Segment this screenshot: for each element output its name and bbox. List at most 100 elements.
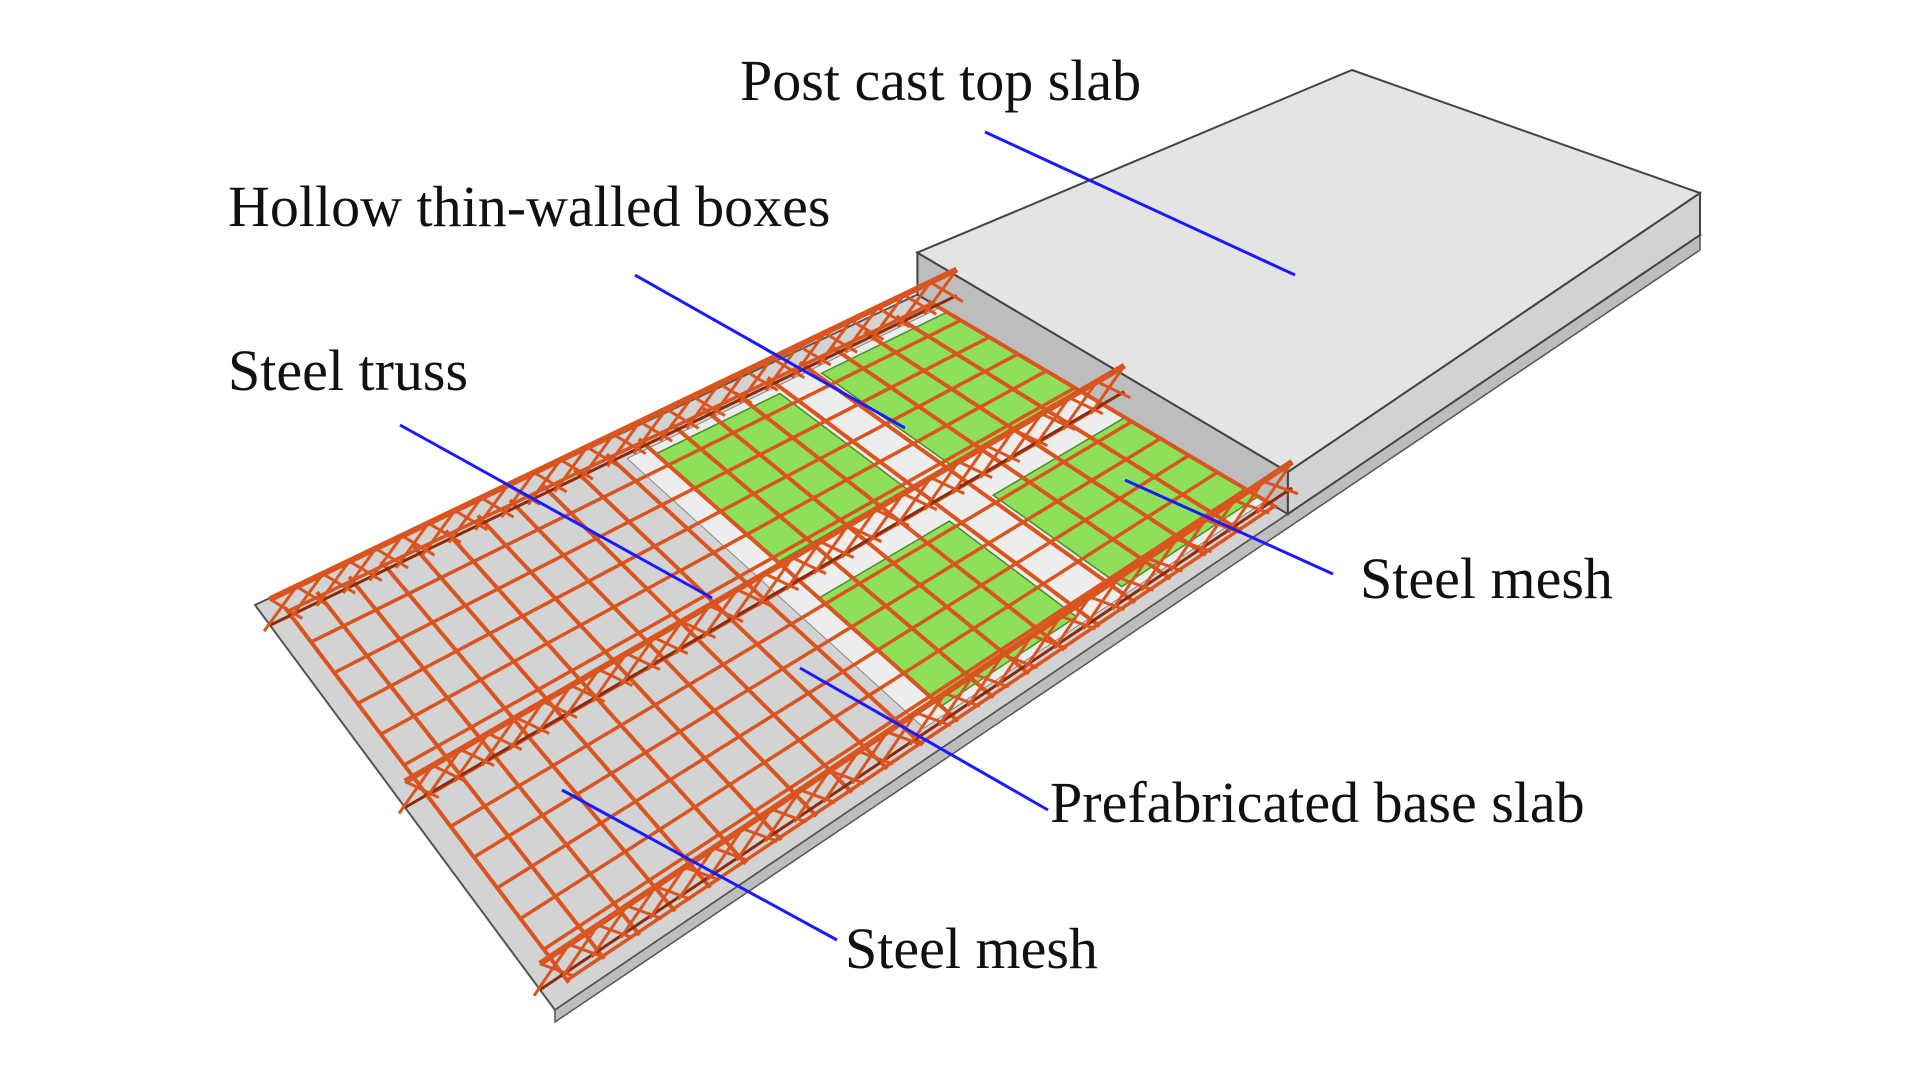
truss-web-bar bbox=[342, 547, 377, 595]
leader-post-cast-top-slab bbox=[984, 130, 1296, 277]
truss-web-bar bbox=[658, 395, 694, 442]
truss-web-bar bbox=[526, 458, 562, 506]
truss-web-bar bbox=[771, 357, 806, 379]
truss-web-bar bbox=[542, 700, 578, 719]
truss-web-bar bbox=[655, 885, 692, 901]
mesh-bar-longitudinal bbox=[380, 369, 1048, 736]
truss-web-bar bbox=[886, 730, 923, 747]
label-steel-mesh-lower: Steel mesh bbox=[845, 916, 1098, 981]
truss-bottom-chord-3 bbox=[539, 486, 1293, 991]
truss-web-bar bbox=[1053, 596, 1091, 650]
truss-web-bar bbox=[702, 588, 739, 639]
truss-web-bar bbox=[295, 585, 330, 608]
truss-web-bar bbox=[793, 769, 831, 823]
truss-web-bar bbox=[639, 420, 673, 443]
truss-web-bar bbox=[269, 597, 304, 620]
truss-web-bar bbox=[532, 943, 571, 997]
truss-web-bar bbox=[978, 428, 1015, 479]
truss-web-bar bbox=[454, 509, 489, 532]
label-steel-mesh-upper: Steel mesh bbox=[1360, 546, 1613, 611]
truss-web-bar bbox=[1096, 380, 1132, 400]
truss-web-bar bbox=[425, 748, 462, 799]
truss-web-bar bbox=[1226, 480, 1265, 534]
leader-lines bbox=[399, 130, 1334, 942]
truss-web-bar bbox=[847, 524, 883, 543]
leader-hollow-boxes bbox=[634, 273, 906, 430]
truss-web-bar bbox=[1089, 364, 1126, 415]
truss-web-bar bbox=[586, 445, 621, 468]
truss-web-bar bbox=[1140, 538, 1178, 592]
mesh-bar-longitudinal bbox=[496, 453, 1190, 890]
truss-web-bar bbox=[598, 668, 633, 687]
truss-web-bar bbox=[368, 534, 404, 582]
truss-web-bar bbox=[966, 654, 1005, 708]
truss-web-bar bbox=[874, 508, 910, 527]
truss-web-bar bbox=[995, 634, 1033, 688]
truss-web-bar bbox=[619, 885, 657, 939]
truss-web-bar bbox=[1013, 428, 1049, 448]
truss-web-bar bbox=[736, 588, 772, 607]
truss-web-bar bbox=[606, 420, 641, 468]
truss-web-bar bbox=[822, 750, 860, 804]
truss-web-bar bbox=[1031, 634, 1068, 650]
truss-web-bar bbox=[626, 904, 663, 920]
truss-web-bar bbox=[591, 652, 628, 703]
truss-web-bar bbox=[681, 620, 717, 639]
truss-web-bar bbox=[791, 556, 827, 575]
truss-web-bar bbox=[515, 716, 550, 735]
truss-web-bar bbox=[738, 357, 774, 404]
mesh-bar-longitudinal bbox=[519, 470, 1219, 921]
truss-web-bar bbox=[625, 652, 661, 671]
truss-web-bar bbox=[930, 476, 966, 496]
truss-web-bar bbox=[665, 407, 700, 430]
truss-web-bar bbox=[677, 847, 715, 901]
truss-web-bar bbox=[539, 962, 576, 978]
truss-web-bar bbox=[944, 692, 981, 708]
steel-truss bbox=[262, 266, 1299, 997]
truss-web-bar bbox=[1082, 576, 1120, 630]
truss-web-bar bbox=[404, 780, 440, 799]
truss-web-bar bbox=[1040, 412, 1076, 432]
truss-web-bar bbox=[1146, 556, 1183, 573]
mesh-bar-longitudinal bbox=[403, 386, 1076, 767]
truss-web-bar bbox=[713, 846, 749, 863]
truss-web-bar bbox=[868, 492, 905, 543]
truss-web-bar bbox=[590, 904, 629, 958]
truss-web-bar bbox=[741, 827, 778, 843]
truss-web-bar bbox=[797, 344, 832, 367]
truss-web-bar bbox=[870, 294, 906, 341]
truss-web-bar bbox=[646, 620, 683, 671]
truss-web-bar bbox=[923, 460, 960, 511]
truss-web-bar bbox=[289, 573, 325, 620]
truss-web-bar bbox=[764, 789, 802, 843]
leader-steel-truss bbox=[399, 423, 713, 600]
truss-web-bar bbox=[1024, 615, 1062, 669]
truss-web-bar bbox=[401, 534, 436, 557]
truss-web-bar bbox=[879, 711, 918, 765]
truss-web-bar bbox=[1068, 396, 1104, 416]
truss-web-bar bbox=[447, 496, 483, 544]
truss-web-bar bbox=[1111, 557, 1149, 611]
truss-top-chord-1 bbox=[268, 266, 959, 602]
truss-web-bar bbox=[500, 471, 536, 519]
truss-web-bar bbox=[823, 331, 858, 354]
mesh-bar-longitudinal bbox=[333, 335, 991, 675]
truss-web-bar bbox=[691, 395, 726, 417]
truss-web-bar bbox=[744, 369, 779, 392]
truss-web-bar bbox=[480, 496, 515, 519]
truss-web-bar bbox=[508, 700, 545, 751]
truss-web-bar bbox=[840, 508, 877, 559]
truss-web-bar bbox=[908, 692, 947, 746]
truss-web-bar bbox=[432, 764, 467, 783]
leader-prefabricated-base-slab bbox=[799, 666, 1049, 812]
truss-web-bar bbox=[1233, 499, 1270, 515]
truss-web-bar bbox=[397, 764, 434, 815]
truss-web-bar bbox=[533, 471, 568, 494]
truss-web-bar bbox=[561, 924, 600, 978]
truss-web-bar bbox=[812, 524, 849, 575]
truss-web-bar bbox=[902, 492, 938, 512]
truss-web-bar bbox=[708, 604, 744, 623]
truss-web-bar bbox=[570, 684, 606, 703]
truss-web-bar bbox=[563, 668, 600, 719]
truss-web-bar bbox=[612, 433, 647, 456]
